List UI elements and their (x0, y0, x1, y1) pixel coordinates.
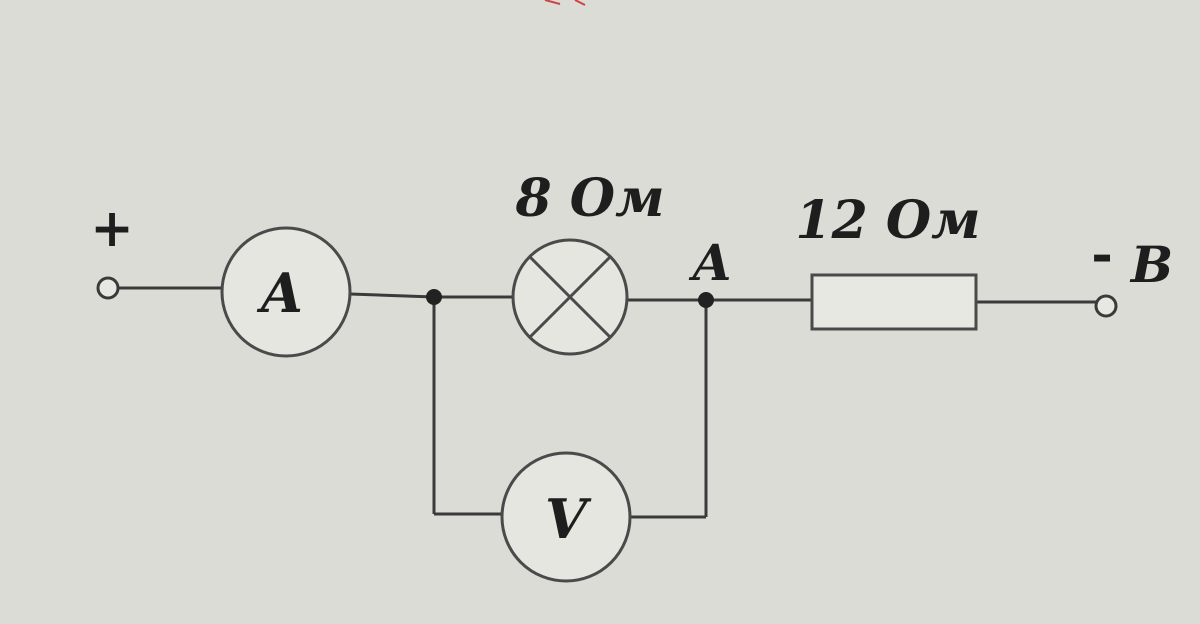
lamp-cross-line (528, 255, 612, 339)
lamp-resistance-label: 8 Ом (514, 168, 664, 229)
ammeter-symbol: A (256, 261, 303, 325)
red-mark (574, 0, 586, 6)
positive-terminal (96, 276, 120, 300)
negative-sign-label: - (1091, 224, 1113, 285)
voltmeter-circle (500, 451, 632, 583)
node-a-label: A (689, 233, 732, 292)
lamp (511, 238, 629, 356)
negative-terminal (1094, 294, 1118, 318)
junction-dot-a (698, 292, 714, 308)
voltmeter-symbol: V (545, 487, 592, 551)
resistor (810, 273, 978, 331)
resistor-resistance-label: 12 Ом (795, 190, 980, 251)
red-mark (544, 0, 561, 5)
ammeter-circle (220, 226, 352, 358)
voltmeter: V (500, 451, 632, 583)
junction-dot-left (426, 289, 442, 305)
wire-ammeter-to-node (349, 292, 435, 299)
ammeter: A (220, 226, 352, 358)
node-b-label: B (1129, 235, 1173, 294)
positive-sign-label: + (90, 198, 134, 259)
